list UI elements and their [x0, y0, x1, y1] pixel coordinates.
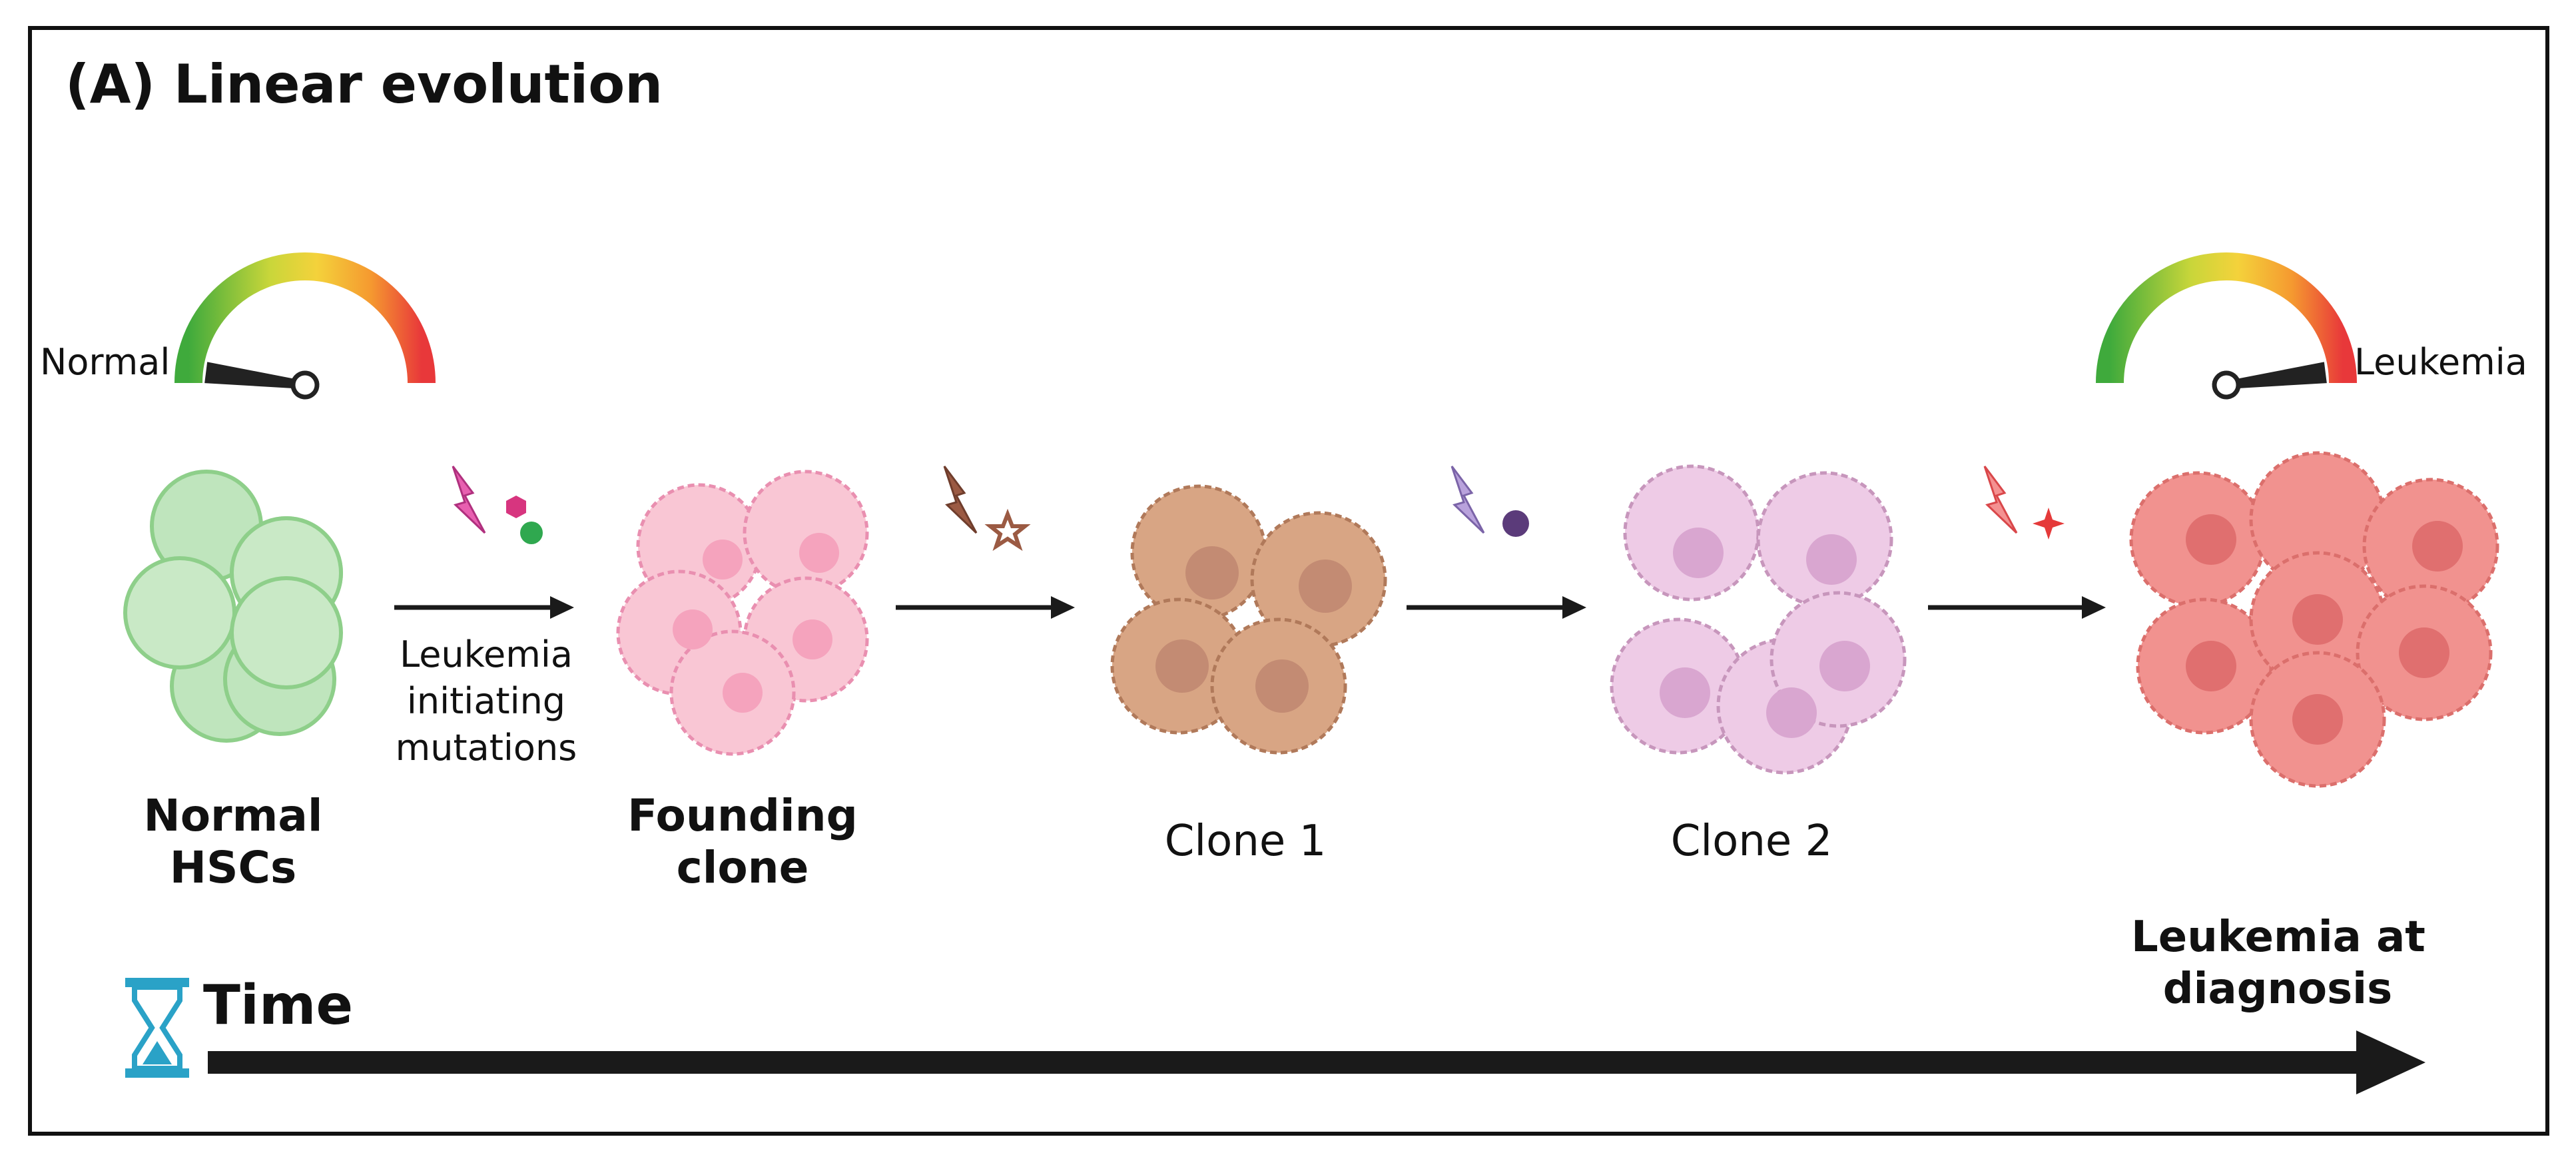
gauge-arc — [2096, 252, 2357, 384]
gauge-normal — [174, 252, 436, 400]
cells-normal-hsc — [123, 470, 343, 743]
stage-arrows — [394, 596, 2106, 619]
panel-border — [28, 26, 2549, 1136]
lightning-bolt-icon — [943, 466, 1031, 552]
gauge-needle — [2212, 362, 2327, 400]
panel-title: (A) Linear evolution — [65, 53, 663, 115]
timeline-label: Time — [203, 974, 354, 1037]
gauge-label-leukemia: Leukemia — [2354, 341, 2527, 383]
lightning-bolt-icon — [452, 466, 543, 544]
timeline-arrow — [208, 1030, 2425, 1094]
lightning-bolt-icon — [1983, 466, 2065, 540]
gauge-leukemia — [2096, 252, 2357, 400]
gauge-label-normal: Normal — [40, 341, 170, 383]
gauge-arc — [174, 252, 436, 384]
stage-label-clone-1: Clone 1 — [1164, 817, 1327, 866]
cells-clone-1 — [1110, 484, 1387, 755]
cells-clone-2 — [1610, 464, 1907, 775]
cells-leukemia — [2129, 451, 2499, 788]
hourglass-icon — [125, 978, 189, 1078]
arrow-2-icon — [896, 596, 1075, 619]
cells-founding-clone — [616, 470, 869, 756]
arrow-3-icon — [1407, 596, 1586, 619]
mutation-label-initiating: Leukemia initiating mutations — [395, 633, 577, 769]
arrow-4-icon — [1928, 596, 2106, 619]
gauge-needle — [204, 362, 320, 400]
stage-label-clone-2: Clone 2 — [1670, 817, 1833, 866]
lightning-bolt-icon — [1450, 466, 1529, 537]
arrow-1-icon — [394, 596, 574, 619]
mutation-icons — [452, 466, 2065, 552]
